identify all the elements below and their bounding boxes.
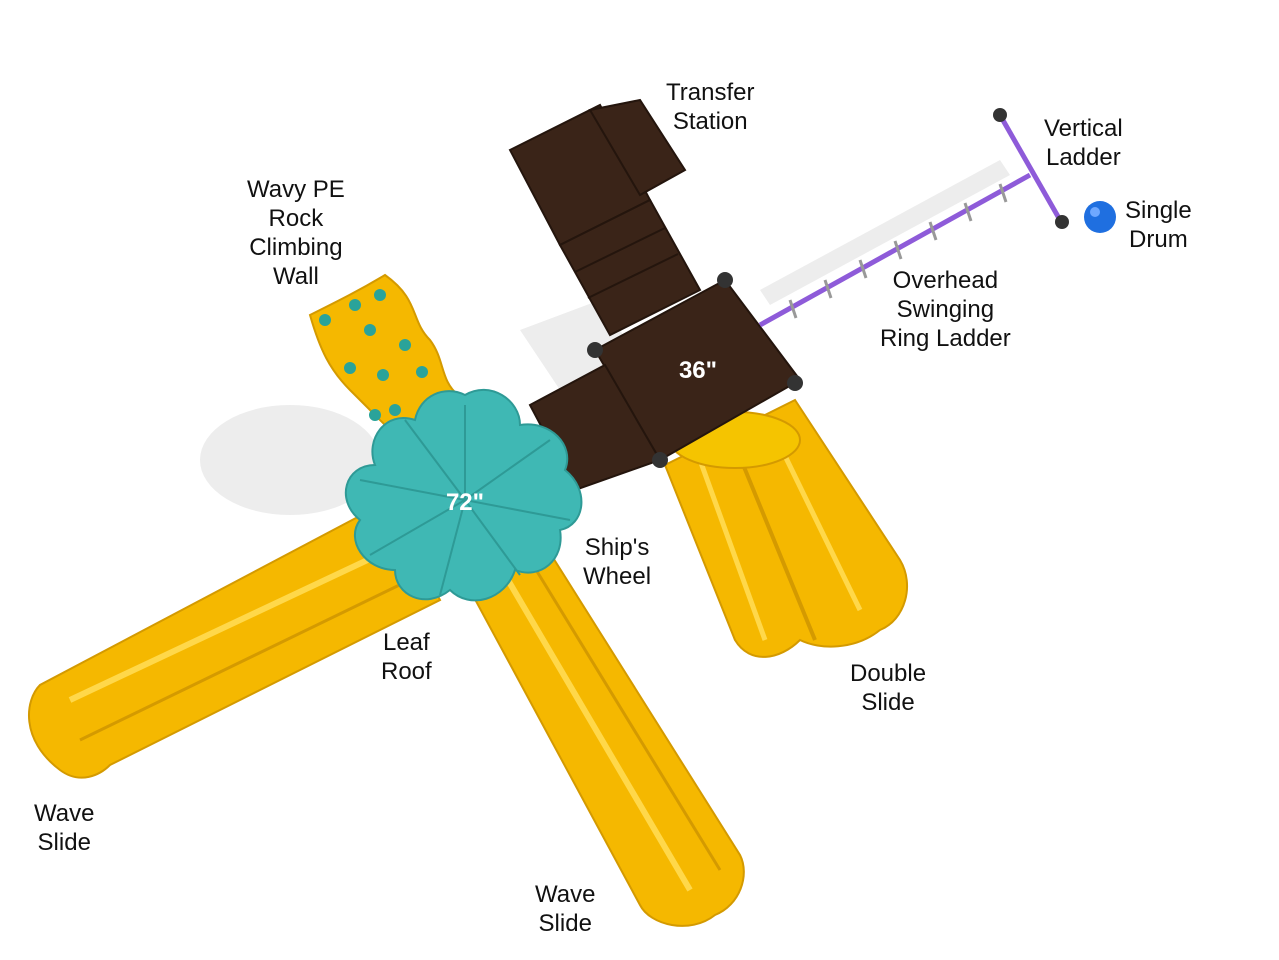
double-slide [663, 398, 909, 658]
main-deck-height: 36" [679, 357, 717, 384]
overhead-ring-ladder [758, 108, 1069, 328]
double-slide-label: Double Slide [850, 660, 927, 716]
single-drum [1084, 201, 1116, 233]
main-deck: 36" [528, 272, 803, 492]
wave-slide-bottom [468, 543, 745, 927]
transfer-station [508, 98, 702, 337]
deck-posts [587, 272, 803, 468]
wave-slide-left [28, 498, 442, 779]
climbing-wall [308, 273, 460, 442]
roof-deck-height: 72" [446, 489, 484, 516]
leaf-roof-label: Leaf Roof [381, 629, 432, 685]
climbing-wall-label: Wavy PE Rock Climbing Wall [247, 176, 345, 290]
single-drum-label: Single Drum [1125, 197, 1192, 253]
transfer-station-label: Transfer Station [666, 79, 755, 135]
vertical-ladder-label: Vertical Ladder [1044, 115, 1123, 171]
ships-wheel-label: Ship's Wheel [583, 534, 652, 590]
ring-ladder-label: Overhead Swinging Ring Ladder [880, 267, 1011, 352]
wave-slide-left-label: Wave Slide [34, 800, 95, 856]
leaf-roof: 72" [344, 388, 583, 602]
wave-slide-bottom-label: Wave Slide [535, 881, 596, 937]
